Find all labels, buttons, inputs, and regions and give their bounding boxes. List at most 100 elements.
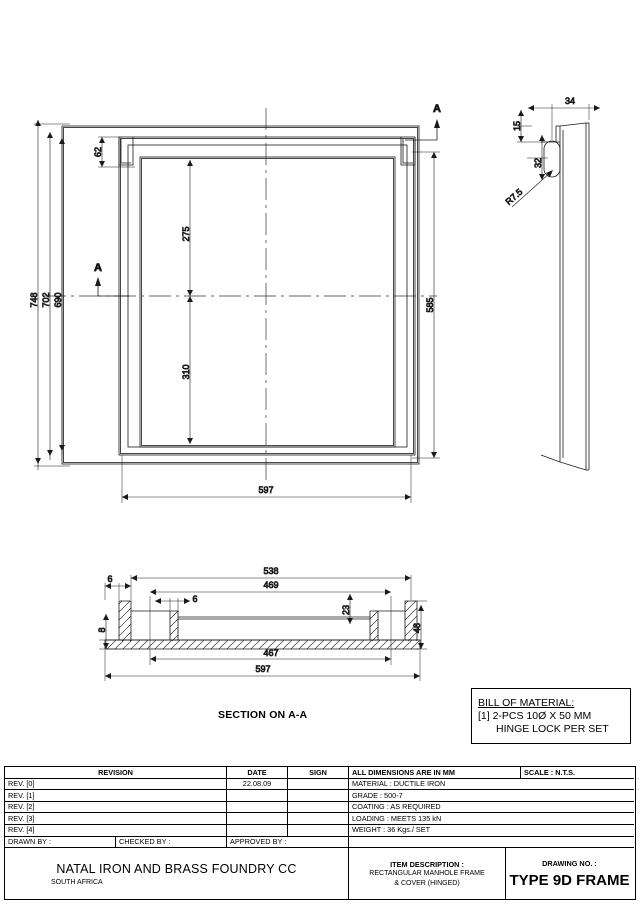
- section-marker-a-left: [95, 277, 129, 297]
- revision-sign-1: [288, 790, 349, 802]
- dim-23: 23: [341, 605, 351, 615]
- dim-275: 275: [181, 226, 191, 241]
- dim-48: 48: [412, 623, 422, 633]
- sign-col-header: SIGN: [288, 767, 349, 779]
- dim-597-section: 597: [255, 664, 270, 674]
- section-hatching: [106, 600, 420, 650]
- dim-34: 34: [565, 96, 575, 106]
- dim-585: 585: [425, 297, 435, 312]
- revision-date-2: [227, 801, 288, 814]
- dim-538: 538: [263, 566, 278, 576]
- dim-467: 467: [263, 648, 278, 658]
- revision-sign-3: [288, 813, 349, 825]
- spec-row-2: GRADE : 500-7: [349, 790, 634, 802]
- dim-690: 690: [53, 292, 63, 307]
- dim-467-leaders: [150, 656, 391, 662]
- revision-sign-2: [288, 801, 349, 814]
- item-description-cell: ITEM DESCRIPTION : RECTANGULAR MANHOLE F…: [349, 848, 506, 901]
- spec-row-4: LOADING : MEETS 135 kN: [349, 813, 634, 825]
- dim-310: 310: [181, 364, 191, 379]
- revision-row-0[interactable]: REV. [0] 22.08.09 MATERIAL : DUCTILE IRO…: [5, 778, 635, 791]
- dim-48-leaders: [417, 600, 427, 650]
- dim-32-leaders: [527, 135, 548, 180]
- drawing-no-cell: DRAWING NO. : TYPE 9D FRAME: [506, 848, 633, 900]
- item-description-line-2: & COVER (HINGED): [394, 879, 460, 887]
- side-view-geometry: [540, 122, 590, 471]
- section-view-title: SECTION ON A-A: [218, 709, 308, 721]
- spec-row-0: ALL DIMENSIONS ARE IN MM: [349, 767, 521, 779]
- revision-label-4: REV. [4]: [5, 824, 227, 837]
- revision-row-2[interactable]: REV. [2] COATING : AS REQUIRED: [5, 801, 635, 814]
- revision-date-1: [227, 790, 288, 802]
- dim-23-leaders: [347, 594, 353, 624]
- item-description-header: ITEM DESCRIPTION :: [390, 859, 464, 869]
- revision-label-3: REV. [3]: [5, 813, 227, 825]
- dim-62: 62: [93, 147, 103, 157]
- dim-469-leaders: [150, 589, 391, 595]
- revision-sign-0: [288, 778, 349, 791]
- company-name: NATAL IRON AND BRASS FOUNDRY CC: [56, 862, 297, 877]
- revision-label-1: REV. [1]: [5, 790, 227, 802]
- dim-15-leaders: [517, 110, 545, 143]
- dim-8: 8: [97, 627, 107, 632]
- section-label-a-left: A: [94, 262, 102, 274]
- dim-597-section-leaders: [104, 650, 421, 681]
- spec-row-5: WEIGHT : 36 Kgs./ SET: [349, 825, 634, 837]
- dim-62-leaders: [98, 136, 135, 168]
- revision-date-3: [227, 813, 288, 825]
- revision-date-0: 22.08.09: [227, 778, 288, 791]
- revision-date-4: [227, 824, 288, 837]
- spec-row-1: MATERIAL : DUCTILE IRON: [349, 779, 634, 791]
- approved-by-cell[interactable]: APPROVED BY :: [227, 836, 349, 849]
- item-description-line-1: RECTANGULAR MANHOLE FRAME: [369, 869, 485, 877]
- bom-line-1: [1] 2-PCS 10Ø X 50 MM: [478, 710, 592, 722]
- drawing-no-value: TYPE 9D FRAME: [509, 872, 630, 890]
- dim-6-inner-leaders: [155, 598, 190, 612]
- scale-cell: SCALE : N.T.S.: [521, 767, 634, 779]
- drawn-by-cell[interactable]: DRAWN BY :: [5, 836, 116, 849]
- revision-label-2: REV. [2]: [5, 801, 227, 814]
- dim-r75-leader: [511, 170, 553, 208]
- company-country: SOUTH AFRICA: [51, 879, 103, 887]
- dim-6-inner: 6: [192, 594, 197, 604]
- spec-row-3: COATING : AS REQUIRED: [349, 802, 634, 814]
- drawing-no-header: DRAWING NO. :: [542, 859, 597, 869]
- revision-row-1[interactable]: REV. [1] GRADE : 500-7: [5, 790, 635, 802]
- centre-lines: [44, 108, 437, 482]
- dim-585-leaders: [412, 151, 440, 459]
- dim-34-leaders: [528, 104, 600, 140]
- bom-line-2: HINGE LOCK PER SET: [496, 723, 609, 735]
- plan-left-dimensions: [34, 120, 70, 470]
- dim-8-leaders: [99, 614, 118, 650]
- revision-label-0: REV. [0]: [5, 778, 227, 791]
- dim-702: 702: [41, 292, 51, 307]
- section-view-geometry: [104, 600, 421, 650]
- dim-597-plan-leaders: [121, 455, 412, 503]
- checked-by-cell[interactable]: CHECKED BY :: [116, 836, 227, 849]
- revision-col-header: REVISION: [5, 767, 227, 779]
- revision-row-3[interactable]: REV. [3] LOADING : MEETS 135 kN: [5, 813, 635, 825]
- revision-header-row: REVISION DATE SIGN ALL DIMENSIONS ARE IN…: [5, 767, 635, 779]
- dim-538-leaders: [130, 575, 412, 600]
- dim-15: 15: [512, 121, 522, 131]
- dim-6-outer: 6: [107, 574, 112, 584]
- bom-heading: BILL OF MATERIAL:: [478, 697, 575, 709]
- dim-748: 748: [29, 292, 39, 307]
- bill-of-material-box: BILL OF MATERIAL: [1] 2-PCS 10Ø X 50 MM …: [471, 688, 631, 744]
- revision-row-4[interactable]: REV. [4] WEIGHT : 36 Kgs./ SET: [5, 824, 635, 837]
- section-marker-a-top: [405, 119, 440, 141]
- dim-32: 32: [533, 158, 543, 168]
- section-label-a-top: A: [433, 103, 441, 115]
- title-block-lower: NATAL IRON AND BRASS FOUNDRY CC SOUTH AF…: [5, 848, 635, 901]
- dim-310-leaders: [187, 296, 193, 444]
- company-cell: NATAL IRON AND BRASS FOUNDRY CC SOUTH AF…: [5, 848, 349, 901]
- dim-r75: R7.5: [504, 187, 525, 207]
- date-col-header: DATE: [227, 767, 288, 779]
- dim-597-plan: 597: [258, 485, 273, 495]
- signoff-blank: [349, 837, 634, 849]
- signoff-row: DRAWN BY : CHECKED BY : APPROVED BY :: [5, 836, 635, 849]
- title-block: REVISION DATE SIGN ALL DIMENSIONS ARE IN…: [4, 766, 636, 901]
- dim-6-outer-leaders: [104, 583, 131, 600]
